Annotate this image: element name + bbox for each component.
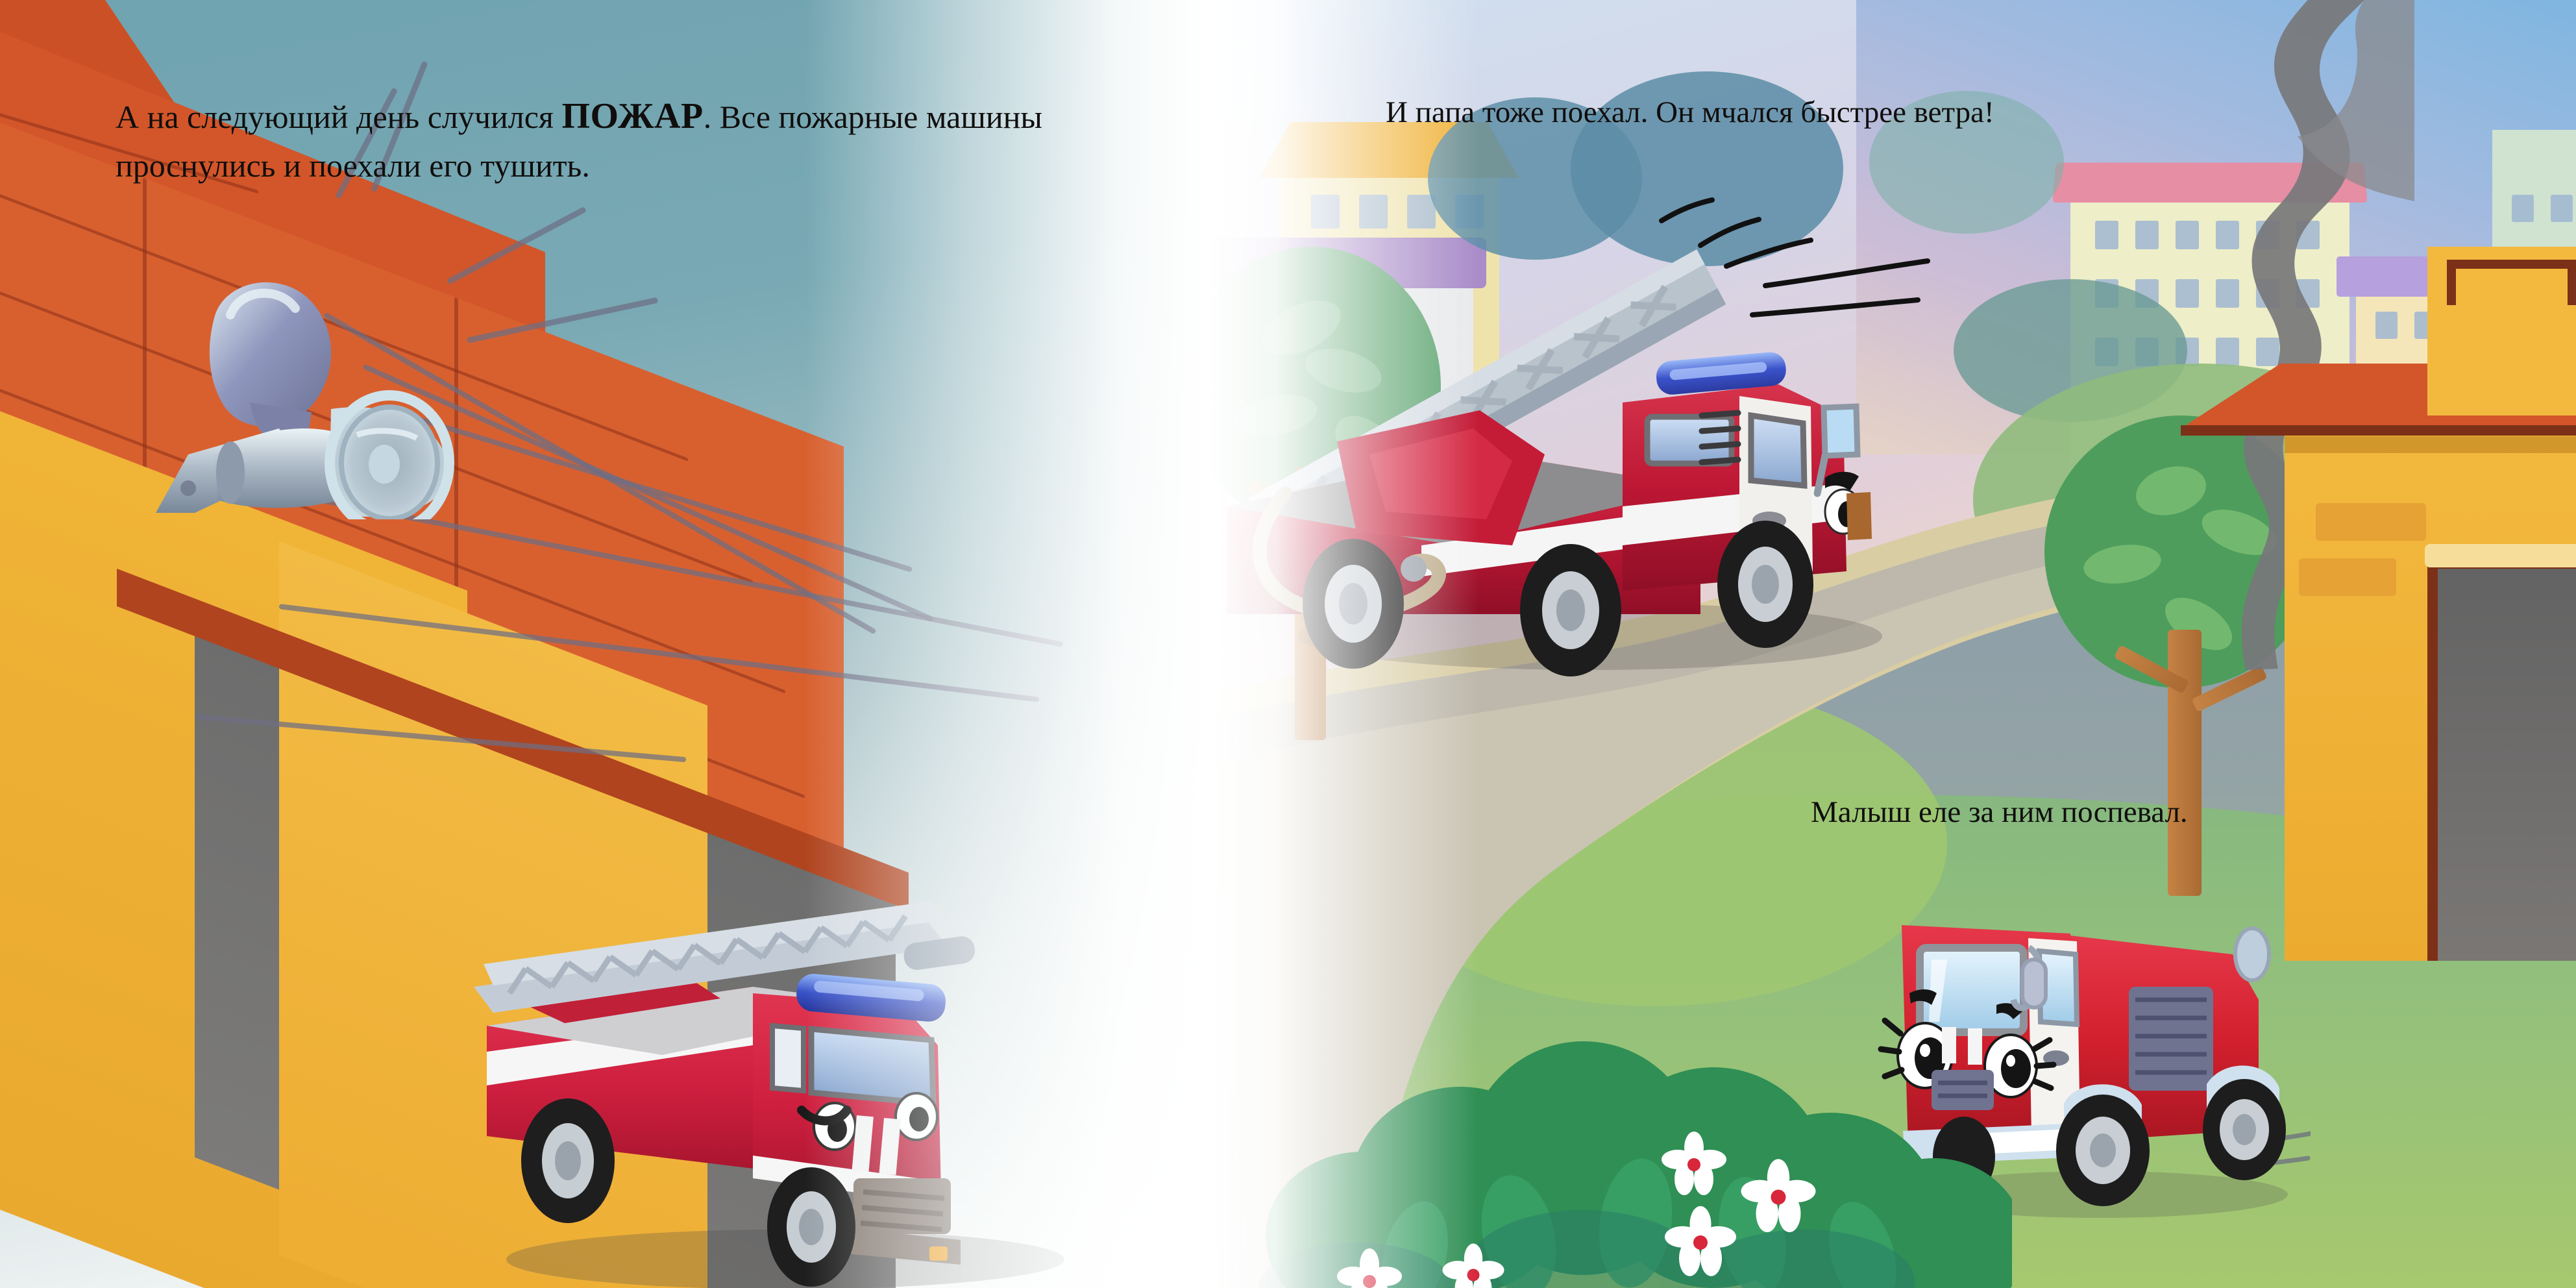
right-page-text-top: И папа тоже поехал. Он мчался быстрее ве… <box>1386 95 1994 129</box>
left-page-text: А на следующий день случился ПОЖАР. Все … <box>116 91 1154 189</box>
fire-truck-left[interactable] <box>448 831 1103 1288</box>
right-page <box>1207 0 2576 1288</box>
left-text-emphasis: ПОЖАР <box>561 96 704 136</box>
fire-station-right <box>2181 364 2576 961</box>
fire-truck-baby[interactable] <box>1869 863 2311 1227</box>
fire-station-upper-opening <box>2447 260 2576 305</box>
flowering-bush <box>1259 1041 2012 1288</box>
right-page-text-middle: Малыш еле за ним поспевал. <box>1811 795 2188 829</box>
smoke-plume-icon <box>2241 0 2414 670</box>
distant-tree-canopy <box>1571 71 1843 266</box>
fire-truck-papa[interactable] <box>1207 91 1934 688</box>
distant-tree-canopy <box>1869 91 2064 234</box>
left-text-prefix: А на следующий день случился <box>116 99 562 135</box>
left-page <box>0 0 1207 1288</box>
siren-speaker-icon <box>156 282 454 519</box>
